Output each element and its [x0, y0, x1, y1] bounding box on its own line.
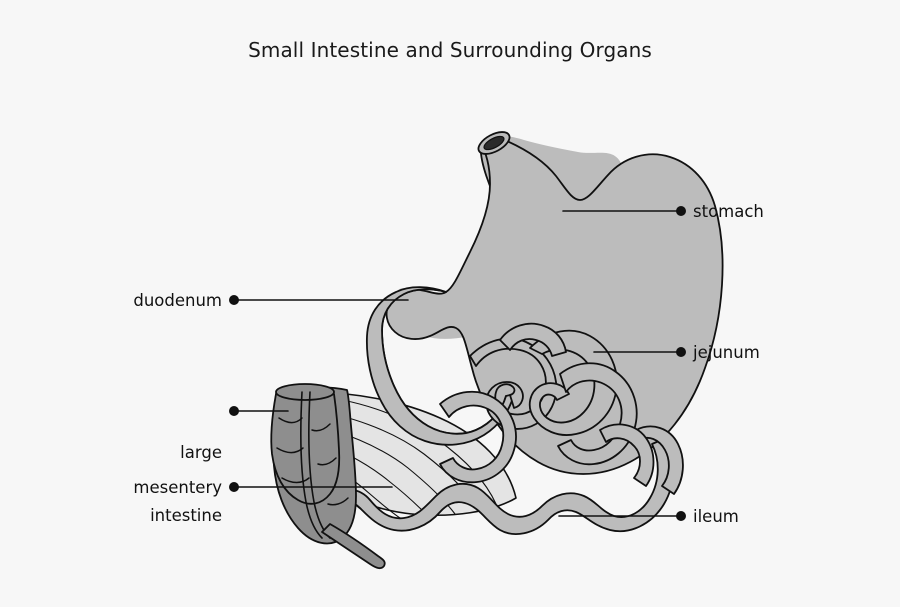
- leader-dot-jejunum: [675, 346, 686, 357]
- ileum-organ: [329, 423, 684, 535]
- label-jejunum: jejunum: [693, 343, 760, 362]
- stomach-organ: [385, 131, 724, 475]
- haustra-creases: [276, 417, 349, 506]
- leader-lines: [229, 206, 686, 521]
- leader-dot-large-intestine: [229, 405, 240, 416]
- label-large-intestine: large intestine: [150, 400, 222, 568]
- leader-dot-stomach: [675, 206, 686, 217]
- ileum-right-turn: [635, 425, 684, 495]
- large-intestine-organ: [270, 383, 386, 570]
- esophagus-lumen: [483, 135, 505, 151]
- taenia-coli-left: [300, 391, 323, 539]
- jejunum-coil-5: [499, 322, 567, 357]
- label-ileum: ileum: [693, 507, 739, 526]
- label-stomach: stomach: [693, 202, 764, 221]
- colon-cut-rim: [275, 383, 335, 401]
- appendix: [321, 523, 386, 570]
- leader-dot-duodenum: [229, 294, 240, 305]
- jejunum-coil-3: [439, 390, 517, 484]
- ileum-right-loop-2: [599, 423, 655, 487]
- label-mesentery: mesentery: [133, 478, 222, 497]
- label-large-intestine-line1: large: [180, 443, 222, 462]
- leader-dot-ileum: [675, 510, 686, 521]
- leader-dot-mesentery: [229, 481, 240, 492]
- label-duodenum: duodenum: [133, 291, 222, 310]
- page-title: Small Intestine and Surrounding Organs: [248, 38, 652, 62]
- label-large-intestine-line2: intestine: [150, 506, 222, 525]
